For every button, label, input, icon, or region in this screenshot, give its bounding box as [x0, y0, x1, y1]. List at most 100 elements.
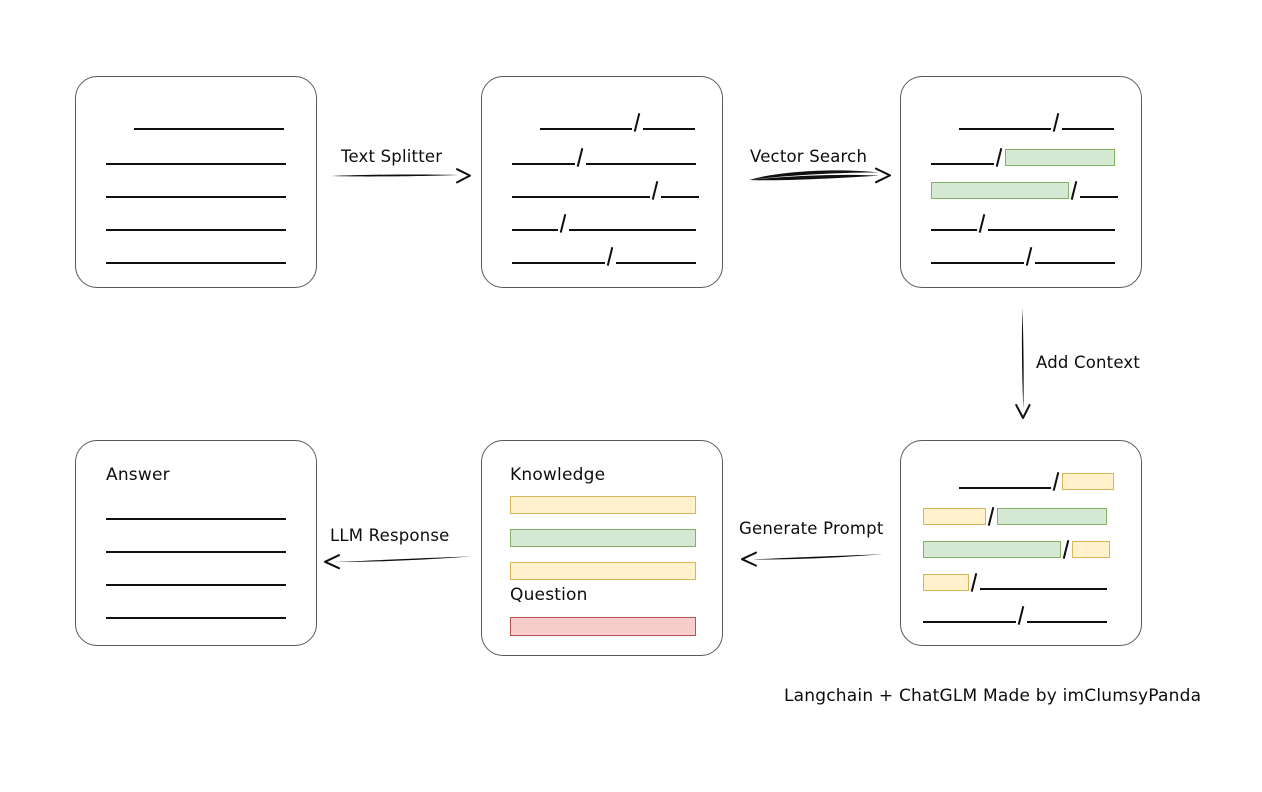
- knowledge-bar-1[interactable]: [510, 496, 696, 514]
- context-enriched-chunks-rows: [901, 441, 1141, 645]
- document-line-row: [512, 214, 696, 232]
- node-source-document[interactable]: [75, 76, 317, 288]
- text-line-segment: [512, 229, 558, 231]
- document-line-row: [540, 113, 695, 131]
- question-heading: Question: [510, 585, 588, 605]
- edge-label-generate-prompt: Generate Prompt: [739, 519, 884, 538]
- edge-arrow-text-splitter: [331, 168, 471, 184]
- chunk-separator-slash-icon: [1061, 540, 1072, 559]
- document-line-row: [134, 113, 284, 131]
- node-prompt[interactable]: Knowledge Question: [481, 440, 723, 656]
- highlighted-chunk-green[interactable]: [931, 181, 1069, 199]
- chunk-separator-slash-icon: [605, 247, 616, 266]
- edge-label-add-context: Add Context: [1036, 353, 1141, 372]
- answer-rows: [76, 503, 316, 645]
- highlighted-chunk-green[interactable]: [997, 507, 1107, 525]
- document-line-row: [512, 148, 696, 166]
- text-line-segment: [1035, 262, 1115, 264]
- edge-arrow-generate-prompt: [741, 551, 883, 567]
- edge-arrow-add-context: [1015, 308, 1031, 419]
- text-line-segment: [586, 163, 696, 165]
- text-line-segment: [106, 262, 286, 264]
- text-line-segment: [540, 128, 632, 130]
- text-line-segment: [1062, 128, 1114, 130]
- document-line-row: [931, 148, 1115, 166]
- text-line-segment: [106, 617, 286, 619]
- question-bar[interactable]: [510, 617, 696, 636]
- split-chunks-rows: [482, 77, 722, 287]
- text-line-segment: [923, 621, 1016, 623]
- text-line-segment: [512, 163, 575, 165]
- chunk-separator-slash-icon: [1051, 113, 1062, 132]
- highlighted-chunk-yellow[interactable]: [1072, 540, 1110, 558]
- node-answer[interactable]: Answer: [75, 440, 317, 646]
- document-line-row: [106, 602, 286, 620]
- chunk-separator-slash-icon: [1069, 181, 1080, 200]
- document-line-row: [931, 247, 1115, 265]
- text-line-segment: [980, 588, 1107, 590]
- highlighted-chunk-green[interactable]: [1005, 148, 1115, 166]
- chunk-separator-slash-icon: [1024, 247, 1035, 266]
- text-line-segment: [569, 229, 696, 231]
- text-line-segment: [512, 262, 605, 264]
- document-line-row: [106, 503, 286, 521]
- node-context-enriched-chunks[interactable]: [900, 440, 1142, 646]
- text-line-segment: [931, 229, 977, 231]
- document-line-row: [106, 148, 286, 166]
- chunk-separator-slash-icon: [632, 113, 643, 132]
- knowledge-bar-2[interactable]: [510, 529, 696, 547]
- highlighted-chunk-yellow[interactable]: [923, 573, 969, 591]
- chunk-separator-slash-icon: [977, 214, 988, 233]
- text-line-segment: [512, 196, 650, 198]
- chunk-separator-slash-icon: [558, 214, 569, 233]
- text-line-segment: [106, 518, 286, 520]
- document-line-row: [923, 573, 1107, 591]
- knowledge-heading: Knowledge: [510, 465, 606, 485]
- text-line-segment: [959, 128, 1051, 130]
- node-split-chunks[interactable]: [481, 76, 723, 288]
- text-line-segment: [661, 196, 699, 198]
- document-line-row: [959, 472, 1114, 490]
- edge-label-text-splitter: Text Splitter: [341, 147, 443, 166]
- chunk-separator-slash-icon: [969, 573, 980, 592]
- highlighted-chunk-yellow[interactable]: [923, 507, 986, 525]
- node-vector-matched-chunks[interactable]: [900, 76, 1142, 288]
- source-document-rows: [76, 77, 316, 287]
- answer-heading: Answer: [106, 465, 170, 485]
- chunk-separator-slash-icon: [650, 181, 661, 200]
- chunk-separator-slash-icon: [986, 507, 997, 526]
- text-line-segment: [106, 196, 286, 198]
- chunk-separator-slash-icon: [994, 148, 1005, 167]
- highlighted-chunk-green[interactable]: [923, 540, 1061, 558]
- document-line-row: [106, 569, 286, 587]
- text-line-segment: [959, 487, 1051, 489]
- knowledge-bar-3[interactable]: [510, 562, 696, 580]
- text-line-segment: [106, 229, 286, 231]
- vector-matched-chunks-rows: [901, 77, 1141, 287]
- text-line-segment: [1080, 196, 1118, 198]
- highlighted-chunk-yellow[interactable]: [1062, 472, 1114, 490]
- document-line-row: [106, 536, 286, 554]
- document-line-row: [512, 247, 696, 265]
- document-line-row: [923, 540, 1110, 558]
- chunk-separator-slash-icon: [575, 148, 586, 167]
- chunk-separator-slash-icon: [1051, 472, 1062, 491]
- text-line-segment: [616, 262, 696, 264]
- text-line-segment: [106, 551, 286, 553]
- document-line-row: [923, 507, 1107, 525]
- document-line-row: [931, 214, 1115, 232]
- edge-arrow-llm-response: [324, 554, 472, 570]
- text-line-segment: [134, 128, 284, 130]
- text-line-segment: [1027, 621, 1107, 623]
- chunk-separator-slash-icon: [1016, 606, 1027, 625]
- edge-label-vector-search: Vector Search: [750, 147, 868, 166]
- document-line-row: [959, 113, 1114, 131]
- document-line-row: [106, 247, 286, 265]
- document-line-row: [106, 214, 286, 232]
- text-line-segment: [643, 128, 695, 130]
- edge-arrow-vector-search: [749, 167, 891, 184]
- document-line-row: [512, 181, 699, 199]
- document-line-row: [106, 181, 286, 199]
- document-line-row: [931, 181, 1118, 199]
